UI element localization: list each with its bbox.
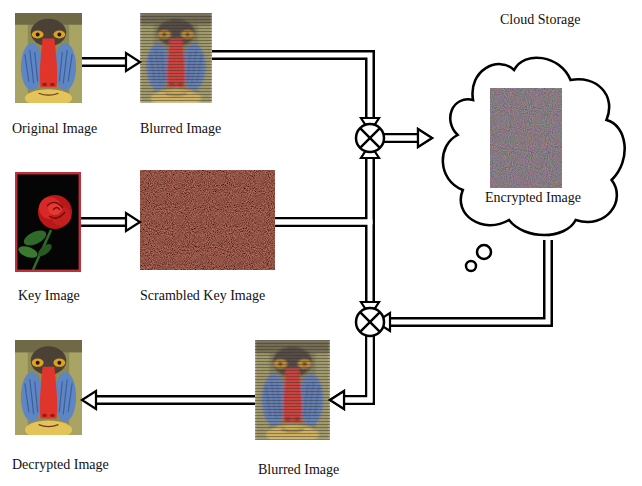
scrambled-picture [140, 170, 275, 270]
cloud-shape: Cloud StorageEncrypted Image [432, 40, 627, 240]
mandrill-picture [15, 13, 82, 107]
connector-outline [96, 395, 255, 405]
rose-picture [15, 172, 81, 272]
hollow-arrowhead [126, 213, 140, 231]
image-caption: Cloud Storage [500, 12, 581, 28]
hollow-arrowhead [82, 391, 96, 409]
cloud-outline [432, 40, 627, 240]
hollow-arrowhead [126, 53, 140, 71]
xor-symbol [356, 308, 384, 336]
image-box: Original Image [15, 13, 82, 103]
arrowhead-group [82, 53, 432, 409]
connector-inner [275, 138, 418, 222]
encrypted-picture [490, 88, 562, 188]
image-box: Decrypted Image [15, 340, 82, 435]
connector-outline [82, 57, 126, 67]
connector-outline [212, 55, 418, 138]
thought-bubble [466, 261, 476, 271]
image-box: Blurred Image [255, 340, 330, 440]
connector-inner-group [81, 55, 548, 400]
image-caption: Original Image [12, 121, 97, 137]
mandrill-picture [15, 340, 82, 439]
hollow-arrowhead [418, 129, 432, 147]
image-caption: Blurred Image [258, 462, 339, 478]
cloud-outline-path [443, 58, 625, 235]
image-caption: Key Image [18, 288, 80, 304]
connector-outline [81, 217, 126, 227]
connector-inner [275, 222, 370, 400]
connector-inner [212, 55, 418, 138]
hollow-arrowhead [418, 129, 432, 147]
image-caption: Scrambled Key Image [140, 288, 265, 304]
image-caption: Blurred Image [140, 121, 221, 137]
connector-outline [275, 222, 370, 400]
hollow-arrowhead [330, 391, 344, 409]
image-box: Scrambled Key Image [140, 170, 275, 270]
xor-symbol [356, 124, 384, 152]
hollow-arrowhead [330, 391, 344, 409]
blurred-picture [255, 340, 330, 444]
connector-inner [96, 398, 255, 403]
image-box: Key Image [15, 172, 81, 272]
connector-inner [82, 60, 126, 65]
connector-inner [344, 240, 548, 400]
connector-outline [275, 138, 418, 222]
connector-outline-group [81, 55, 548, 400]
image-box: Encrypted Image [490, 88, 562, 188]
thought-bubble [477, 245, 491, 259]
connector-inner [81, 220, 126, 225]
blurred-picture [140, 13, 212, 107]
image-box: Blurred Image [140, 13, 212, 103]
image-caption: Encrypted Image [485, 190, 581, 206]
image-caption: Decrypted Image [12, 457, 109, 473]
